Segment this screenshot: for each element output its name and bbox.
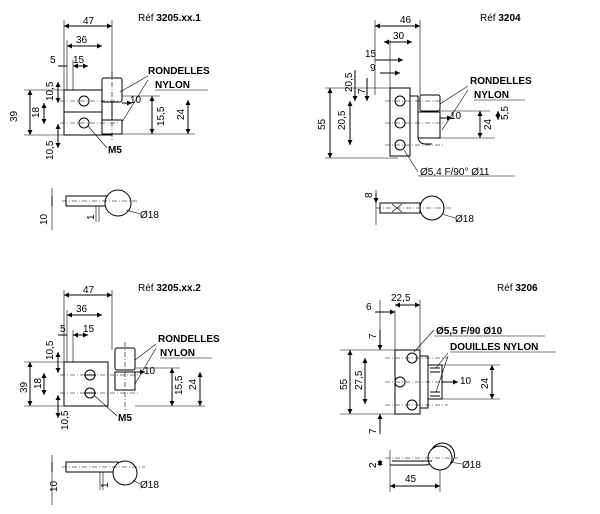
dim-10-d: 10 [460,376,472,387]
dim-5: 5 [50,55,56,66]
dim-10-5-c-bottom: 10,5 [60,410,71,430]
dim-55: 55 [317,118,328,130]
dim-10-c-plan: 10 [49,480,60,492]
label-rondelles-c: RONDELLES [158,334,220,345]
dim-15-5: 15,5 [156,106,167,126]
dim-10-b: 10 [450,111,462,122]
label-diam-18-b: Ø18 [455,214,474,225]
label-nylon-c: NYLON [160,348,195,359]
drawing-3204: Réf 3204 46 30 15 9 55 20,5 20,5 7 [317,13,532,225]
dim-27-5: 27,5 [354,370,365,390]
dim-5-c: 5 [60,324,66,335]
label-nylon-b: NYLON [474,90,509,101]
dim-5-5: 5,5 [500,106,511,120]
label-hole: Ø5,4 F/90° Ø11 [420,167,490,178]
dim-7: 7 [357,88,368,94]
dim-36-c: 36 [76,304,88,315]
dim-15-b: 15 [365,49,377,60]
dim-46: 46 [400,15,412,26]
dim-9: 9 [370,63,376,74]
drawing-3205-xx-1: Réf 3205.xx.1 47 36 15 5 39 18 10,5 10,5 [9,13,210,230]
dim-39-c: 39 [19,381,30,393]
label-m5: M5 [108,145,122,156]
label-rondelles-b: RONDELLES [470,76,532,87]
dim-15-c: 15 [83,324,95,335]
dim-24: 24 [176,108,187,120]
dim-8: 8 [364,192,375,198]
dim-10-5-bottom: 10,5 [45,140,56,160]
ref-label-3206: Réf 3206 [497,283,538,294]
dim-20-5-a: 20,5 [337,110,348,130]
dim-24-b: 24 [483,118,494,130]
ref-label-3205-xx-1: Réf 3205.xx.1 [138,13,201,24]
dim-6: 6 [366,302,372,313]
dim-1-c: 1 [100,482,111,488]
dim-10-5-top: 10,5 [45,81,56,101]
dim-55-d: 55 [339,378,350,390]
label-rondelles: RONDELLES [148,66,210,77]
dim-30: 30 [393,31,405,42]
dim-10-c: 10 [144,366,156,377]
label-m5-c: M5 [118,413,132,424]
dim-10: 10 [130,95,142,106]
label-douilles: DOUILLES NYLON [450,342,538,353]
dim-24-c: 24 [188,378,199,390]
label-diam-18: Ø18 [140,210,159,221]
ref-label-3205-xx-2: Réf 3205.xx.2 [138,283,201,294]
dim-1: 1 [86,214,97,220]
label-diam-18-c: Ø18 [140,480,159,491]
label-diam-18-d: Ø18 [462,460,481,471]
drawing-3206: Réf 3206 6 22,5 55 27,5 7 7 24 [339,283,556,492]
dim-20-5-b: 20,5 [344,72,355,92]
dim-10-plan: 10 [39,213,50,225]
dim-45: 45 [405,474,417,485]
dim-10-5-c-top: 10,5 [45,340,56,360]
dim-47-c: 47 [83,285,95,296]
label-nylon: NYLON [155,80,190,91]
dim-7-d-bottom: 7 [368,428,379,434]
drawing-3205-xx-2: Réf 3205.xx.2 47 36 15 5 39 18 10,5 10,5 [19,283,220,505]
dim-24-d: 24 [480,377,491,389]
dim-36: 36 [76,35,88,46]
dim-47: 47 [83,16,95,27]
dim-2: 2 [368,462,379,468]
dim-18-c: 18 [33,377,44,389]
dim-7-d-top: 7 [368,333,379,339]
dim-39: 39 [9,110,20,122]
ref-label-3204: Réf 3204 [480,13,521,24]
dim-15-5-c: 15,5 [174,375,185,395]
dim-18: 18 [31,106,42,118]
label-hole-d: Ø5,5 F/90 Ø10 [436,326,503,337]
dim-22-5: 22,5 [391,293,411,304]
dim-15: 15 [73,55,85,66]
